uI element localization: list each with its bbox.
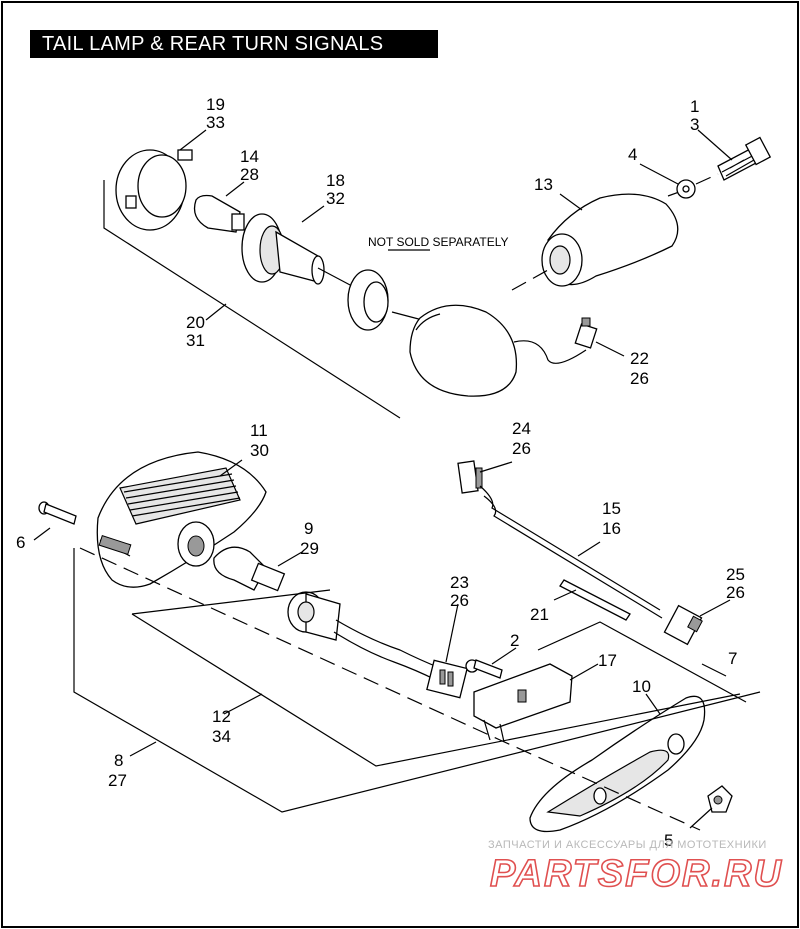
lens-ring-part bbox=[115, 149, 193, 231]
callout-32: 32 bbox=[326, 189, 345, 208]
leader-12 bbox=[223, 693, 263, 715]
leader-22 bbox=[595, 341, 625, 357]
callout-27: 27 bbox=[108, 771, 127, 790]
connector-22-part bbox=[574, 317, 598, 349]
socket-part bbox=[241, 213, 325, 285]
callout-33: 33 bbox=[206, 113, 225, 132]
callout-1: 1 bbox=[690, 97, 699, 116]
turn-signal-housing bbox=[409, 304, 518, 397]
tail-bulb-part bbox=[213, 546, 286, 592]
leader-19 bbox=[179, 129, 207, 151]
note-not-sold-separately: NOT SOLD SEPARATELY bbox=[368, 235, 508, 249]
callout-23: 23 bbox=[450, 573, 469, 592]
leader-23 bbox=[445, 603, 459, 663]
callout-30: 30 bbox=[250, 441, 269, 460]
callout-2: 2 bbox=[510, 631, 519, 650]
callout-5: 5 bbox=[664, 831, 673, 850]
screw-6-part bbox=[38, 501, 77, 525]
axis-mount bbox=[511, 269, 549, 291]
callout-20: 20 bbox=[186, 313, 205, 332]
socket-wire bbox=[317, 267, 353, 287]
leader-5 bbox=[689, 807, 713, 829]
callout-11: 11 bbox=[250, 421, 268, 440]
callout-24: 24 bbox=[512, 419, 531, 438]
plate-lamp-part bbox=[529, 695, 706, 833]
leader-7 bbox=[701, 663, 727, 677]
tail-wire-a bbox=[335, 619, 441, 669]
washer-part bbox=[676, 179, 696, 199]
page-title: TAIL LAMP & REAR TURN SIGNALS bbox=[30, 30, 438, 58]
connector-25-part bbox=[663, 604, 703, 646]
callout-16: 16 bbox=[602, 519, 621, 538]
callout-34: 34 bbox=[212, 727, 231, 746]
strip-part bbox=[559, 579, 631, 621]
leader-8 bbox=[129, 741, 157, 757]
callout-6: 6 bbox=[16, 533, 25, 552]
callout-21: 21 bbox=[530, 605, 549, 624]
callout-28: 28 bbox=[240, 165, 259, 184]
callout-13: 13 bbox=[534, 175, 553, 194]
callout-26c: 26 bbox=[726, 583, 745, 602]
watermark-brand: PARTSFOR.RU bbox=[490, 853, 783, 895]
leader-21 bbox=[553, 589, 577, 601]
leader-15 bbox=[577, 541, 601, 557]
callout-19: 19 bbox=[206, 95, 225, 114]
signal-cable bbox=[513, 340, 587, 364]
watermark-tagline: ЗАПЧАСТИ И АКСЕССУАРЫ ДЛЯ МОТОТЕХНИКИ bbox=[488, 839, 767, 851]
callout-17: 17 bbox=[598, 651, 617, 670]
callout-25: 25 bbox=[726, 565, 745, 584]
axis-lower bbox=[79, 547, 701, 831]
callout-10: 10 bbox=[632, 677, 651, 696]
bracket-20-31 bbox=[103, 180, 401, 419]
callout-12: 12 bbox=[212, 707, 231, 726]
callout-15: 15 bbox=[602, 499, 621, 518]
callout-3: 3 bbox=[690, 115, 699, 134]
callout-18: 18 bbox=[326, 171, 345, 190]
leader-4 bbox=[639, 163, 679, 185]
bracket-7 bbox=[537, 621, 747, 703]
leader-1 bbox=[697, 129, 733, 161]
callout-14: 14 bbox=[240, 147, 259, 166]
callout-4: 4 bbox=[628, 145, 637, 164]
callout-8: 8 bbox=[114, 751, 123, 770]
connector-24-part bbox=[457, 460, 483, 494]
mount-part bbox=[541, 193, 679, 287]
leader-11 bbox=[219, 459, 243, 477]
leader-24 bbox=[479, 461, 513, 473]
leader-14 bbox=[225, 181, 245, 197]
screw-2-part bbox=[465, 659, 503, 679]
leader-20 bbox=[205, 303, 227, 321]
grommet-part bbox=[347, 269, 389, 331]
leader-6 bbox=[33, 527, 51, 541]
leader-18 bbox=[301, 205, 325, 223]
leader-13 bbox=[559, 193, 583, 211]
callout-7: 7 bbox=[728, 649, 737, 668]
leader-17 bbox=[569, 663, 599, 681]
leader-9 bbox=[277, 551, 303, 567]
callout-9: 9 bbox=[304, 519, 313, 538]
harness-wire-b bbox=[483, 495, 663, 619]
bracket-12-34 bbox=[131, 589, 741, 767]
bracket-17-part bbox=[473, 663, 573, 743]
tail-wire-b bbox=[333, 631, 437, 681]
callout-29: 29 bbox=[300, 539, 319, 558]
callout-22: 22 bbox=[630, 349, 649, 368]
bracket-8-27 bbox=[73, 548, 761, 813]
harness-wire-a bbox=[479, 485, 661, 611]
screw-part bbox=[717, 136, 772, 181]
bulb-part bbox=[193, 194, 245, 233]
callout-31: 31 bbox=[186, 331, 205, 350]
callout-26b: 26 bbox=[512, 439, 531, 458]
leader-2 bbox=[491, 647, 517, 665]
tail-lamp-housing bbox=[96, 451, 267, 588]
callout-26a: 26 bbox=[630, 369, 649, 388]
connector-23-part bbox=[426, 659, 468, 699]
callout-26d: 26 bbox=[450, 591, 469, 610]
leader-25 bbox=[699, 599, 731, 617]
axis-screw bbox=[695, 173, 719, 185]
tail-socket-part bbox=[287, 591, 341, 641]
